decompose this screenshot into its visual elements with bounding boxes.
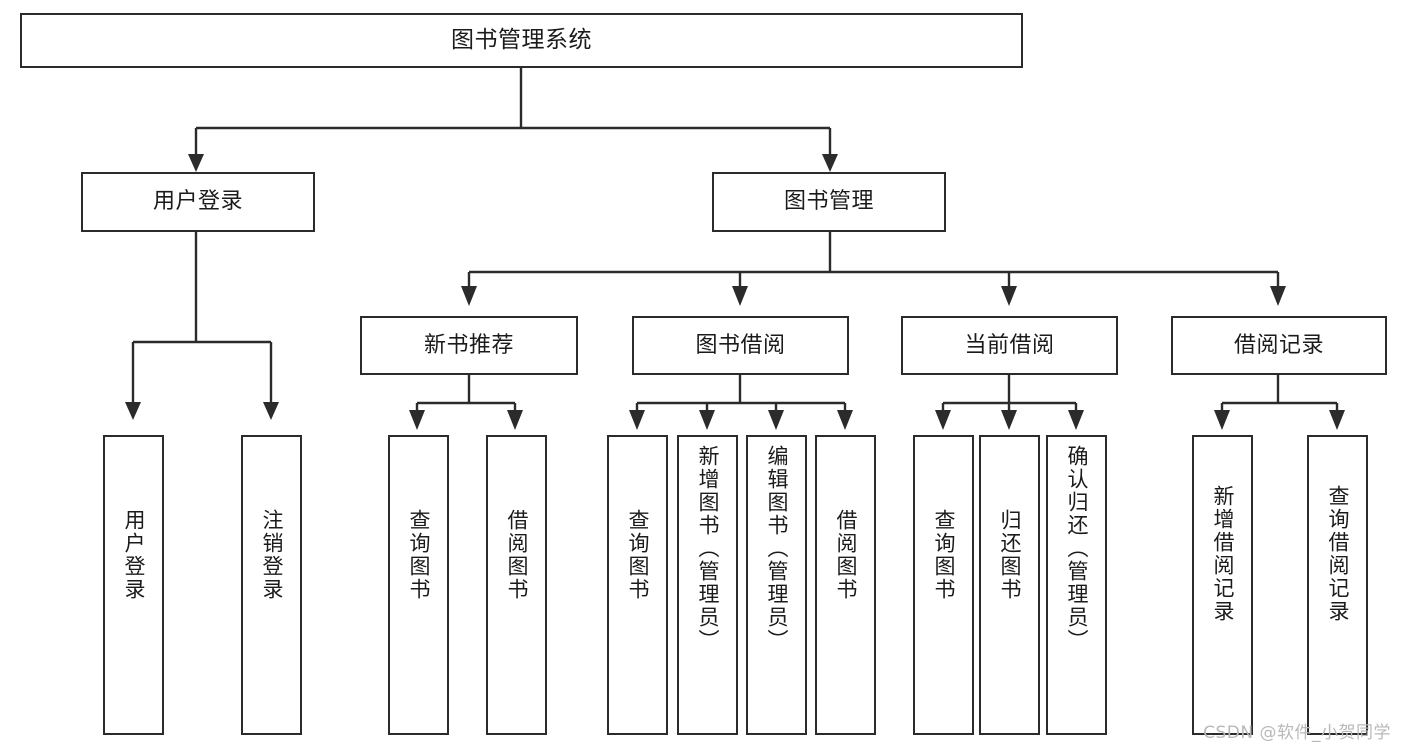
node-current-borrow-label: 当前借阅 xyxy=(964,332,1055,358)
node-book-manage-label: 图书管理 xyxy=(783,189,874,215)
arrow-user-login-to-leaf2 xyxy=(263,402,279,420)
node-leaf-user-login[interactable]: 用户登录 xyxy=(103,435,164,735)
node-leaf-add-book-label: 新增图书（管理员） xyxy=(696,445,720,652)
arrow-book-borrow-to-leaf1 xyxy=(629,410,645,430)
arrow-user-login-to-leaf1 xyxy=(125,402,141,420)
node-leaf-query-record[interactable]: 查询借阅记录 xyxy=(1307,435,1368,735)
arrow-borrow-record-to-leaf1 xyxy=(1214,410,1230,430)
node-user-login[interactable]: 用户登录 xyxy=(81,172,315,232)
node-borrow-record[interactable]: 借阅记录 xyxy=(1171,316,1387,375)
arrow-new-rec-to-leaf2 xyxy=(507,410,523,430)
arrow-borrow-record-to-leaf2 xyxy=(1329,410,1345,430)
node-leaf-query-book-1[interactable]: 查询图书 xyxy=(388,435,449,735)
node-book-borrow-label: 图书借阅 xyxy=(695,332,786,358)
arrow-current-borrow-to-leaf2 xyxy=(1001,410,1017,430)
node-leaf-query-book-1-label: 查询图书 xyxy=(407,509,431,601)
node-leaf-return-book[interactable]: 归还图书 xyxy=(979,435,1040,735)
node-new-book-recommend[interactable]: 新书推荐 xyxy=(360,316,578,375)
node-leaf-edit-book[interactable]: 编辑图书（管理员） xyxy=(746,435,807,735)
node-leaf-confirm-return[interactable]: 确认归还（管理员） xyxy=(1046,435,1107,735)
node-leaf-query-book-3[interactable]: 查询图书 xyxy=(913,435,974,735)
node-leaf-query-record-label: 查询借阅记录 xyxy=(1326,485,1350,623)
node-leaf-logout-label: 注销登录 xyxy=(260,509,284,601)
node-leaf-add-record-label: 新增借阅记录 xyxy=(1211,485,1235,623)
node-leaf-edit-book-label: 编辑图书（管理员） xyxy=(765,445,789,652)
node-leaf-borrow-book-1-label: 借阅图书 xyxy=(505,509,529,601)
arrow-book-borrow-to-leaf3 xyxy=(768,410,784,430)
node-leaf-user-login-label: 用户登录 xyxy=(122,509,146,601)
node-current-borrow[interactable]: 当前借阅 xyxy=(901,316,1118,375)
node-root-label: 图书管理系统 xyxy=(451,26,592,53)
node-user-login-label: 用户登录 xyxy=(152,189,243,215)
arrow-book-borrow-to-leaf2 xyxy=(699,410,715,430)
node-leaf-add-book[interactable]: 新增图书（管理员） xyxy=(677,435,738,735)
node-leaf-query-book-2-label: 查询图书 xyxy=(626,509,650,601)
node-leaf-return-book-label: 归还图书 xyxy=(998,509,1022,601)
node-leaf-borrow-book-1[interactable]: 借阅图书 xyxy=(486,435,547,735)
node-leaf-borrow-book-2[interactable]: 借阅图书 xyxy=(815,435,876,735)
arrow-book-manage-to-book-borrow xyxy=(732,286,748,306)
node-leaf-add-record[interactable]: 新增借阅记录 xyxy=(1192,435,1253,735)
node-leaf-query-book-2[interactable]: 查询图书 xyxy=(607,435,668,735)
arrow-book-manage-to-new-rec xyxy=(461,286,477,306)
arrow-book-manage-to-current-borrow xyxy=(1001,286,1017,306)
node-leaf-confirm-return-label: 确认归还（管理员） xyxy=(1065,445,1089,652)
csdn-watermark: CSDN @软件_小贺同学 xyxy=(1203,723,1391,743)
arrow-new-rec-to-leaf1 xyxy=(409,410,425,430)
arrow-root-to-book-manage xyxy=(822,154,838,172)
node-book-borrow[interactable]: 图书借阅 xyxy=(632,316,849,375)
arrow-current-borrow-to-leaf1 xyxy=(935,410,951,430)
node-borrow-record-label: 借阅记录 xyxy=(1233,332,1324,358)
arrow-current-borrow-to-leaf3 xyxy=(1068,410,1084,430)
node-leaf-logout[interactable]: 注销登录 xyxy=(241,435,302,735)
arrow-root-to-user-login xyxy=(188,154,204,172)
node-leaf-query-book-3-label: 查询图书 xyxy=(932,509,956,601)
node-leaf-borrow-book-2-label: 借阅图书 xyxy=(834,509,858,601)
node-new-book-recommend-label: 新书推荐 xyxy=(423,332,514,358)
node-book-manage[interactable]: 图书管理 xyxy=(712,172,946,232)
arrow-book-manage-to-borrow-record xyxy=(1270,286,1286,306)
node-root[interactable]: 图书管理系统 xyxy=(20,13,1023,68)
arrow-book-borrow-to-leaf4 xyxy=(837,410,853,430)
